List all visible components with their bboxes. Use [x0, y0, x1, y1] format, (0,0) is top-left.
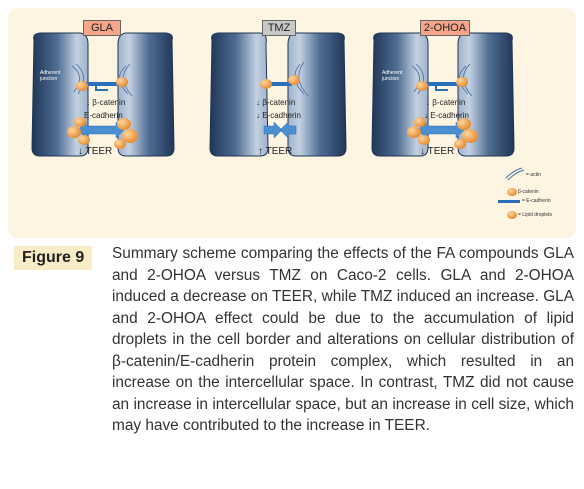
e-cadherin-bar [80, 82, 122, 86]
lipid-droplet [457, 118, 471, 130]
beta-catenin-dot [288, 75, 300, 85]
teer-label: ↓ TEER [78, 146, 113, 157]
e-cadherin-link [95, 84, 108, 91]
lipid-droplet [114, 139, 126, 149]
junction-label: Adherent junction [40, 70, 61, 82]
beta-catenin-label: ↓ β-catenin [256, 98, 296, 107]
e-cadherin-legend-icon [498, 200, 520, 203]
panel-gla [31, 32, 175, 157]
legend-beta-catenin-label: β-catenin [518, 189, 539, 195]
beta-catenin-dot [116, 77, 128, 87]
lipid-droplet [407, 126, 421, 138]
arrow-right [263, 121, 283, 139]
lipid-droplet [454, 139, 466, 149]
e-cadherin-bar [420, 82, 462, 86]
legend-icons [498, 167, 525, 219]
legend-actin-label: = actin [526, 172, 541, 178]
figure-caption: Summary scheme comparing the effects of … [112, 245, 574, 434]
condition-tag-gla: GLA [83, 20, 121, 36]
e-cadherin-link [435, 84, 448, 91]
legend-lipid-label: = Lipid droplets [518, 212, 553, 218]
summary-scheme [31, 32, 525, 219]
e-cadherin-label: E-cadherin [84, 111, 123, 120]
cell-left [371, 32, 429, 157]
condition-tag-tmz: TMZ [262, 20, 296, 36]
e-cadherin-label: ↓ E-cadherin [256, 111, 301, 120]
figure-label: Figure 9 [14, 246, 93, 270]
cell-right [117, 32, 175, 157]
beta-catenin-dot [416, 81, 428, 91]
teer-label: ↑ TEER [258, 146, 293, 157]
e-cadherin-bar [262, 82, 292, 86]
beta-catenin-label: ↓ β-catenin [86, 98, 126, 107]
beta-catenin-legend-icon [507, 188, 517, 196]
lipid-legend-icon [507, 211, 517, 219]
cell-left [31, 32, 89, 157]
beta-catenin-dot [76, 81, 88, 91]
teer-label: ↓ TEER [420, 146, 455, 157]
legend-e-cadherin-label: = E-cadherin [522, 198, 551, 204]
junction-label: Adherent junction [382, 70, 403, 82]
beta-catenin-dot [260, 79, 272, 89]
beta-catenin-dot [456, 77, 468, 87]
actin-filament [411, 63, 473, 97]
lipid-droplet [462, 129, 478, 143]
lipid-droplet [122, 129, 138, 143]
panel-2-ohoa [371, 32, 515, 157]
e-cadherin-label: ↓ E-cadherin [424, 111, 469, 120]
beta-catenin-label: ↓ β-catenin [426, 98, 466, 107]
actin-legend-icon [505, 167, 525, 181]
cell-right [287, 32, 347, 157]
arrow-left [279, 121, 297, 139]
lipid-droplet [78, 135, 90, 145]
lipid-droplet [67, 126, 81, 138]
panel-tmz [209, 32, 347, 157]
lipid-droplet [418, 135, 430, 145]
condition-tag-2-ohoa: 2-OHOA [420, 20, 470, 36]
lipid-droplet [117, 118, 131, 130]
actin-filament [71, 63, 133, 97]
lipid-droplet [74, 117, 86, 127]
lipid-droplet [414, 117, 426, 127]
cell-left [209, 32, 269, 157]
